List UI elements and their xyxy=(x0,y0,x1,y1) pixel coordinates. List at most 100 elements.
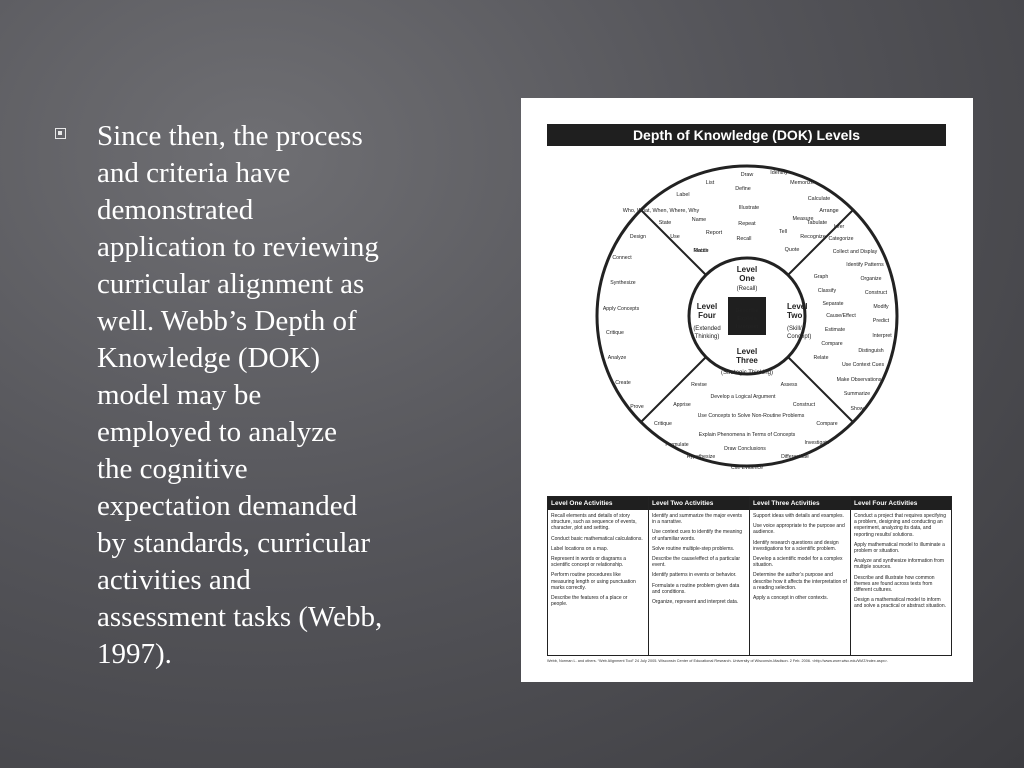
divider-line xyxy=(787,356,854,423)
activity-item: Formulate a routine problem given data a… xyxy=(652,582,740,595)
wheel-word: State xyxy=(659,220,672,226)
wheel-word: Apply Concepts xyxy=(603,306,640,312)
activity-item: Determine the author’s purpose and descr… xyxy=(753,572,847,591)
wheel-word: Categorize xyxy=(828,236,853,242)
wheel-word: Match xyxy=(694,248,709,254)
divider-line xyxy=(787,209,854,276)
wheel-word: Relate xyxy=(814,355,829,361)
activity-item: Describe the features of a place or peop… xyxy=(551,595,628,608)
level-one-label: (Recall) xyxy=(737,286,758,292)
divider-line xyxy=(640,209,707,276)
wheel-word: Classify xyxy=(818,288,837,294)
wheel-word: Define xyxy=(735,186,751,192)
activity-item: Describe the cause/effect of a particula… xyxy=(652,556,741,569)
activity-item: Use context cues to identify the meaning… xyxy=(652,529,743,542)
level-four-label: (Extended xyxy=(693,326,720,332)
activity-item: Conduct a project that requires specifyi… xyxy=(854,513,946,538)
wheel-word: Calculate xyxy=(808,196,830,202)
wheel-word: Investigate xyxy=(804,440,829,446)
wheel-word: Use Context Cues xyxy=(842,362,885,368)
bullet-line: the cognitive xyxy=(97,453,248,485)
wheel-word: Connect xyxy=(612,255,632,261)
activity-item: Apply mathematical model to illuminate a… xyxy=(854,541,945,555)
figure-citation: Webb, Norman L. and others. “Web Alignme… xyxy=(547,659,889,663)
figure-title: Depth of Knowledge (DOK) Levels xyxy=(547,124,946,146)
wheel-word: Repeat xyxy=(738,221,756,227)
activities-column-header: Level Two Activities xyxy=(649,497,749,510)
activity-item: Solve routine multiple-step problems. xyxy=(652,545,735,552)
activity-item: Describe and illustrate how common theme… xyxy=(854,574,935,594)
level-one-label: Level xyxy=(737,265,757,274)
wheel-word: Formulate xyxy=(665,442,688,448)
activity-item: Identify and summarize the major events … xyxy=(652,513,743,526)
wheel-word: Identify Patterns xyxy=(846,262,884,268)
level-three-label: Three xyxy=(736,356,758,365)
wheel-word: Distinguish xyxy=(858,348,883,354)
wheel-word: Tell xyxy=(779,229,787,235)
wheel-word: Predict xyxy=(873,318,890,324)
wheel-word: Label xyxy=(676,192,689,198)
wheel-word: Who, What, When, Where, Why xyxy=(623,208,700,214)
wheel-word: Prove xyxy=(630,404,644,410)
level-two-label: Level xyxy=(787,302,807,311)
activity-item: Support ideas with details and examples. xyxy=(753,513,844,519)
wheel-word: Design xyxy=(630,234,646,240)
wheel-word: Differentiate xyxy=(781,454,809,460)
wheel-word: Memorize xyxy=(790,180,814,186)
dok-wheel: DescribeExplainInterpretLevelOne(Recall)… xyxy=(595,164,899,471)
bullet-item: Since then, the process and criteria hav… xyxy=(55,118,495,673)
wheel-word: Tabulate xyxy=(807,220,827,226)
activity-item: Develop a scientific model for a complex… xyxy=(753,556,843,569)
center-label: Interpret xyxy=(736,324,758,330)
bullet-line: expectation demanded xyxy=(97,490,358,522)
wheel-word: Explain Phenomena in Terms of Concepts xyxy=(699,432,796,438)
level-four-label: Level xyxy=(697,302,717,311)
wheel-word: Develop a Logical Argument xyxy=(711,394,776,400)
activity-item: Design a mathematical model to inform an… xyxy=(854,597,946,610)
level-four-label: Thinking) xyxy=(695,334,720,340)
bullet-line: 1997). xyxy=(97,638,172,670)
activities-column-header: Level One Activities xyxy=(548,497,648,510)
wheel-word: Illustrate xyxy=(739,205,759,211)
wheel-word: Synthesize xyxy=(610,280,635,286)
activity-item: Conduct basic mathematical calculations. xyxy=(551,535,643,542)
wheel-word: Modify xyxy=(873,304,889,310)
wheel-word: Use xyxy=(670,234,680,240)
wheel-word: Recall xyxy=(737,236,752,242)
wheel-word: Cause/Effect xyxy=(826,313,856,319)
level-two-label: Concept) xyxy=(787,334,811,340)
wheel-word: Create xyxy=(615,380,631,386)
bullet-line: and criteria have xyxy=(97,157,291,189)
activities-column-header: Level Four Activities xyxy=(851,497,951,510)
bullet-line: model may be xyxy=(97,379,262,411)
level-three-label: (Strategic Thinking) xyxy=(721,370,773,376)
bullet-line: demonstrated xyxy=(97,194,254,226)
wheel-word: Critique xyxy=(606,330,624,336)
wheel-word: Draw Conclusions xyxy=(724,446,766,452)
wheel-word: Recognize xyxy=(800,234,825,240)
activity-item: Label locations on a map. xyxy=(551,545,608,552)
square-bullet-icon xyxy=(55,128,66,139)
wheel-word: Summarize xyxy=(844,391,870,397)
wheel-word: Compare xyxy=(816,421,837,427)
bullet-line: employed to analyze xyxy=(97,416,337,448)
wheel-word: Graph xyxy=(814,274,829,280)
activity-item: Analyze and synthesize information from … xyxy=(854,558,945,571)
bullet-line: by standards, curricular xyxy=(97,527,370,559)
bullet-line: activities and xyxy=(97,564,251,596)
wheel-word: Apprise xyxy=(673,402,691,408)
wheel-word: Recite xyxy=(693,248,708,254)
level-one-label: One xyxy=(739,274,755,283)
wheel-word: Estimate xyxy=(825,327,845,333)
activity-item: Identify research questions and design i… xyxy=(753,539,839,552)
wheel-word: Cite Evidence xyxy=(731,465,763,471)
center-box xyxy=(728,297,766,335)
wheel-word: Critique xyxy=(654,421,672,427)
bullet-text: Since then, the process and criteria hav… xyxy=(97,118,487,673)
activity-item: Perform routine procedures like measurin… xyxy=(551,572,636,591)
wheel-word: Show xyxy=(851,406,864,412)
